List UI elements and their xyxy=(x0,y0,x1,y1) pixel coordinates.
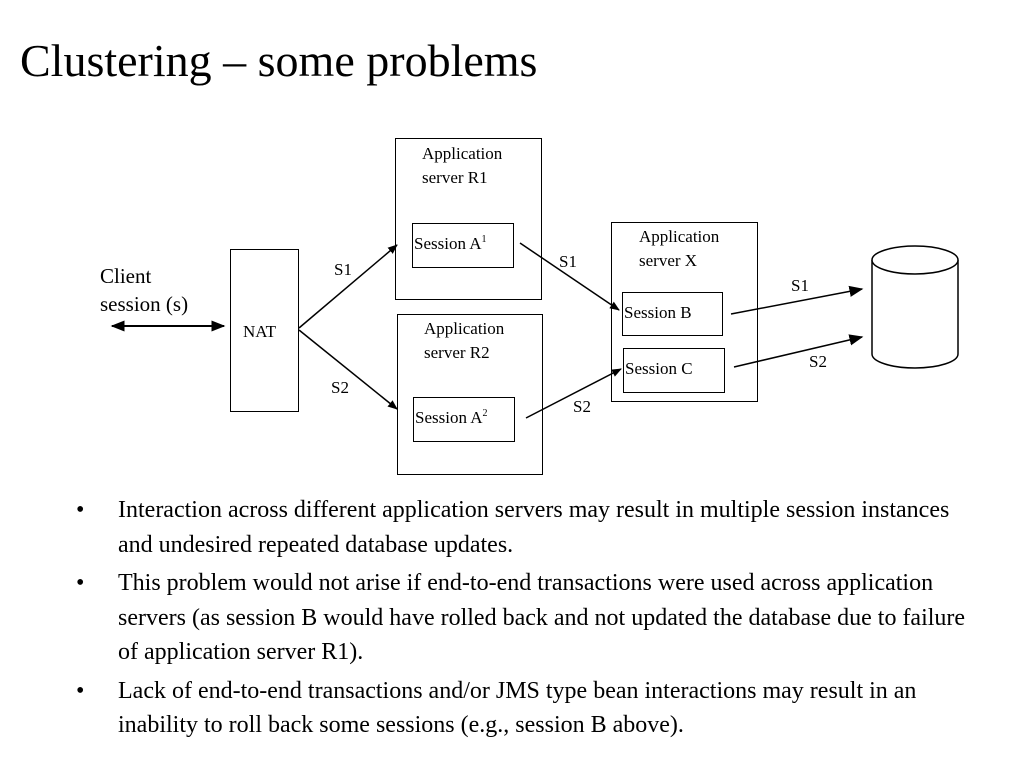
app-server-r1-label-line-2: server R1 xyxy=(422,168,488,187)
bullet-dot: • xyxy=(76,677,85,704)
app-server-r2-label-line-2: server R2 xyxy=(424,343,490,362)
app-server-x-label-line-1: Application xyxy=(639,227,720,246)
session-a1-sup: 1 xyxy=(481,234,487,245)
session-a1-box: Session A1 xyxy=(412,223,514,268)
b-to-db-arrow xyxy=(730,285,864,315)
app-server-x-label: Application server X xyxy=(639,225,719,273)
r2-to-x-arrow xyxy=(525,368,622,419)
app-server-r2-box xyxy=(397,314,543,475)
session-b-box: Session B xyxy=(622,292,723,336)
bullet-list: • Interaction across different applicati… xyxy=(76,493,976,747)
session-c-box: Session C xyxy=(623,348,725,393)
bullet-text: Lack of end-to-end transactions and/or J… xyxy=(118,677,917,739)
client-label-line-2: session (s) xyxy=(100,292,189,316)
nat-box xyxy=(230,249,299,412)
session-a2-box: Session A2 xyxy=(413,397,515,442)
app-server-x-label-line-2: server X xyxy=(639,251,698,270)
nat-label: NAT xyxy=(243,322,277,341)
client-label-line-1: Client xyxy=(100,264,152,288)
app-server-r1-box xyxy=(395,138,542,300)
edge-c-db-label: S2 xyxy=(809,352,827,371)
bullet-text: Interaction across different application… xyxy=(118,497,950,558)
bullet-item: • This problem would not arise if end-to… xyxy=(76,566,976,670)
bullet-text: This problem would not arise if end-to-e… xyxy=(118,570,966,665)
session-c-label: Session C xyxy=(625,359,693,378)
session-a2-label: Session A xyxy=(415,408,483,427)
nat-to-r1-arrow xyxy=(298,244,398,329)
edge-r1-x-label: S1 xyxy=(559,252,577,271)
c-to-db-arrow xyxy=(733,334,864,368)
bullet-item: • Lack of end-to-end transactions and/or… xyxy=(76,674,976,743)
session-b-label: Session B xyxy=(624,303,692,322)
edge-b-db-label: S1 xyxy=(791,276,809,295)
app-server-r2-label: Application server R2 xyxy=(424,317,504,365)
app-server-r2-label-line-1: Application xyxy=(424,319,505,338)
database-cylinder xyxy=(871,245,959,369)
slide-title: Clustering – some problems xyxy=(20,35,538,86)
nat-to-r2-arrow xyxy=(298,329,398,410)
edge-nat-r1-label: S1 xyxy=(334,260,352,279)
edge-nat-r2-label: S2 xyxy=(331,378,349,397)
app-server-r1-label-line-1: Application xyxy=(422,144,503,163)
app-server-r1-label: Application server R1 xyxy=(422,142,502,190)
bullet-dot: • xyxy=(76,497,85,523)
bullet-item: • Interaction across different applicati… xyxy=(76,493,976,562)
edge-r2-x-label: S2 xyxy=(573,397,591,416)
bullet-dot: • xyxy=(76,570,85,596)
session-a2-sup: 2 xyxy=(482,408,488,419)
session-a1-label: Session A xyxy=(414,234,482,253)
client-label: Client session (s) xyxy=(100,262,188,318)
r1-to-x-arrow xyxy=(519,242,620,311)
